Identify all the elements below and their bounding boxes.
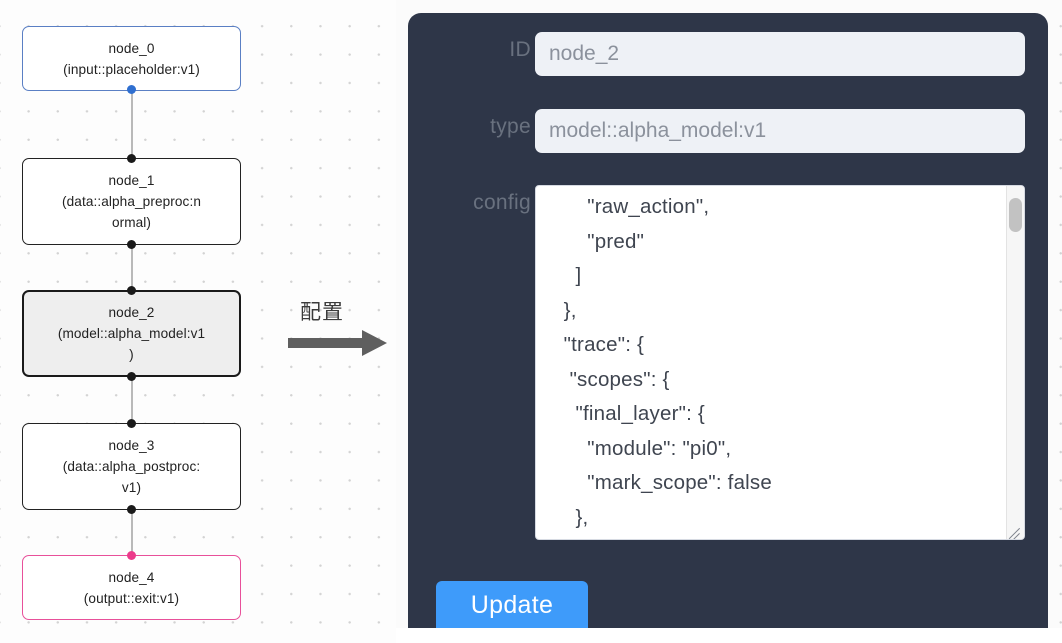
resize-grip-icon[interactable]	[1006, 522, 1023, 539]
edge-node1-node2	[131, 243, 133, 287]
config-scrollbar-thumb[interactable]	[1009, 198, 1022, 232]
node-inspector-panel: ID type config "raw_action", "pred" ] },…	[408, 13, 1048, 628]
graph-node-label: node_4 (output::exit:v1)	[83, 569, 180, 606]
graph-node-node_0[interactable]: node_0 (input::placeholder:v1)	[22, 26, 241, 91]
config-scrollbar[interactable]	[1006, 186, 1024, 539]
config-field-label: config	[473, 191, 531, 214]
graph-node-node_1[interactable]: node_1 (data::alpha_preproc:n ormal)	[22, 158, 241, 245]
field-row-id: ID	[430, 32, 1025, 76]
id-field-label: ID	[509, 38, 531, 61]
graph-node-label: node_0 (input::placeholder:v1)	[63, 40, 200, 77]
node-handle-target-node_1[interactable]	[127, 154, 136, 163]
node-handle-source-node_2[interactable]	[127, 372, 136, 381]
field-row-type: type	[430, 109, 1025, 153]
config-textarea-wrapper: "raw_action", "pred" ] }, "trace": { "sc…	[535, 185, 1025, 540]
graph-node-label: node_3 (data::alpha_postproc: v1)	[62, 438, 201, 495]
graph-node-label: node_2 (model::alpha_model:v1 )	[57, 305, 206, 362]
annotation-arrow: 配置	[288, 296, 392, 362]
node-handle-target-node_4[interactable]	[127, 551, 136, 560]
node-handle-target-node_3[interactable]	[127, 419, 136, 428]
node-handle-source-node_3[interactable]	[127, 505, 136, 514]
type-field-label: type	[490, 115, 531, 138]
graph-node-label: node_1 (data::alpha_preproc:n ormal)	[62, 173, 201, 230]
graph-node-node_2[interactable]: node_2 (model::alpha_model:v1 )	[22, 290, 241, 377]
type-input[interactable]	[535, 109, 1025, 153]
graph-node-node_3[interactable]: node_3 (data::alpha_postproc: v1)	[22, 423, 241, 510]
node-handle-source-node_0[interactable]	[127, 85, 136, 94]
config-textarea[interactable]: "raw_action", "pred" ] }, "trace": { "sc…	[535, 185, 1025, 540]
node-handle-source-node_1[interactable]	[127, 240, 136, 249]
edge-node2-node3	[131, 375, 133, 419]
id-input[interactable]	[535, 32, 1025, 76]
update-button[interactable]: Update	[436, 581, 588, 628]
field-row-config: config "raw_action", "pred" ] }, "trace"…	[430, 185, 1025, 540]
page-bottom-strip	[396, 628, 1062, 643]
edge-node3-node4	[131, 509, 133, 552]
right-arrow-icon	[288, 330, 387, 356]
node-handle-target-node_2[interactable]	[127, 286, 136, 295]
edge-node0-node1	[131, 89, 133, 161]
flow-canvas[interactable]: node_0 (input::placeholder:v1) node_1 (d…	[0, 0, 396, 643]
graph-node-node_4[interactable]: node_4 (output::exit:v1)	[22, 555, 241, 620]
annotation-label: 配置	[300, 300, 344, 324]
